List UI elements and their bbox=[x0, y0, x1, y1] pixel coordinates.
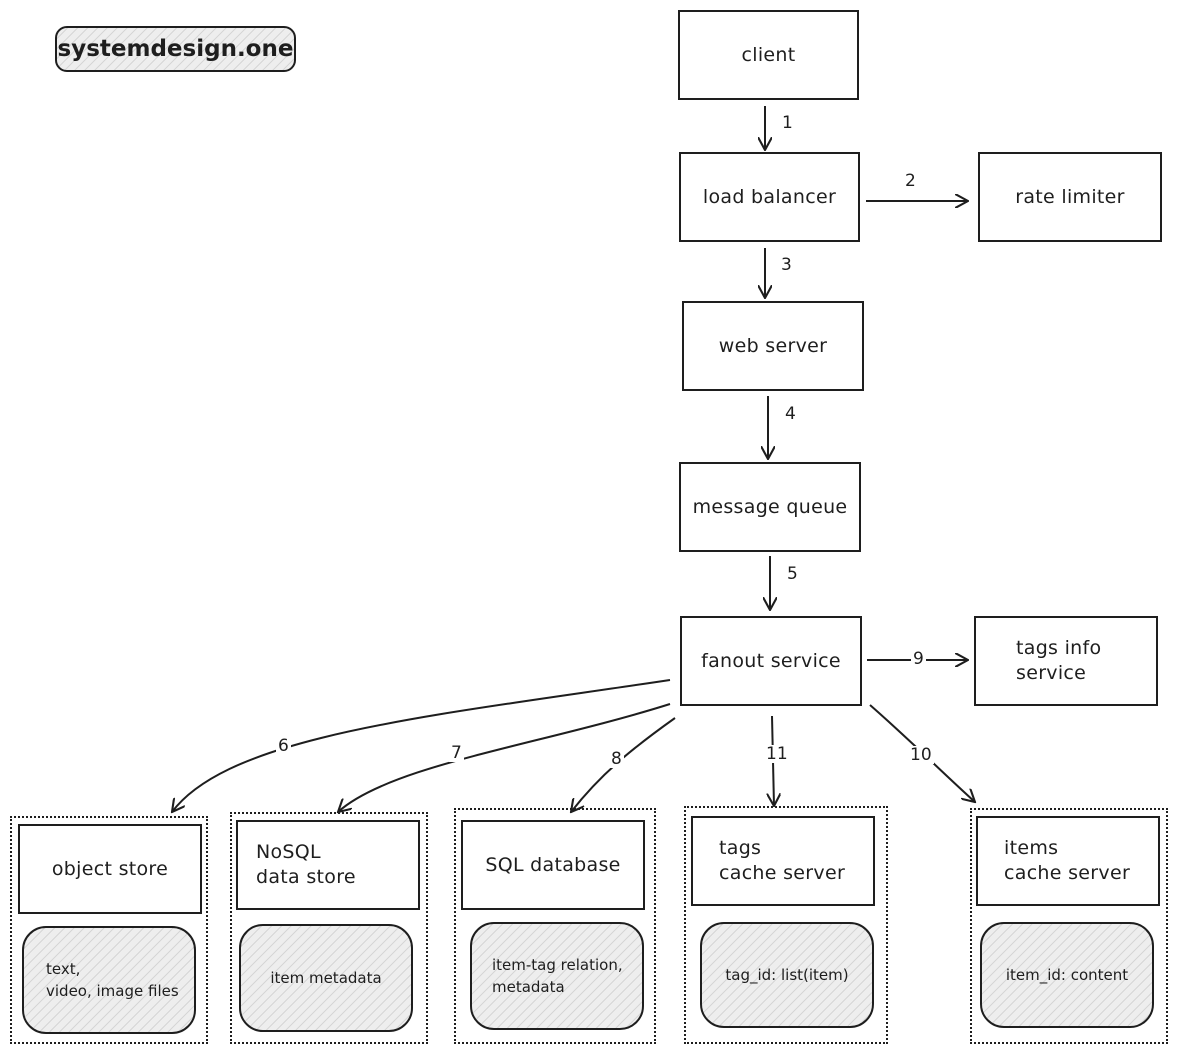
group-sql-database bbox=[454, 808, 656, 1044]
tags-info-service-label: tags info service bbox=[1016, 637, 1102, 684]
fanout-service-label: fanout service bbox=[701, 649, 841, 672]
edge-3-label: 3 bbox=[779, 255, 794, 275]
edge-8-label: 8 bbox=[609, 749, 624, 769]
group-object-store bbox=[10, 816, 208, 1044]
message-queue-label: message queue bbox=[692, 495, 848, 518]
edge-11-label: 11 bbox=[764, 744, 790, 764]
edge-7-line bbox=[338, 703, 671, 812]
sql-database-content-label: item-tag relation, metadata bbox=[492, 956, 623, 996]
sql-database-node: SQL database bbox=[461, 820, 645, 910]
client-node: client bbox=[678, 10, 859, 100]
rate-limiter-node: rate limiter bbox=[978, 152, 1162, 242]
object-store-content-label: text, video, image files bbox=[46, 960, 179, 1000]
tags-info-service-node: tags info service bbox=[974, 616, 1158, 706]
items-cache-content: item_id: content bbox=[980, 922, 1154, 1028]
edge-1-label: 1 bbox=[780, 113, 795, 133]
nosql-store-node: NoSQL data store bbox=[236, 820, 420, 910]
brand-label: systemdesign.one bbox=[57, 36, 294, 62]
edge-6-label: 6 bbox=[276, 736, 291, 756]
edge-10-label: 10 bbox=[908, 745, 934, 765]
brand-logo: systemdesign.one bbox=[55, 26, 296, 72]
sql-database-content: item-tag relation, metadata bbox=[470, 922, 644, 1030]
edge-7-label: 7 bbox=[449, 743, 464, 763]
tags-cache-server-node: tags cache server bbox=[691, 816, 875, 906]
edge-9-label: 9 bbox=[911, 649, 926, 669]
load-balancer-node: load balancer bbox=[679, 152, 860, 242]
load-balancer-label: load balancer bbox=[702, 185, 837, 208]
tags-cache-content-label: tag_id: list(item) bbox=[725, 966, 849, 984]
items-cache-server-label: items cache server bbox=[1004, 837, 1131, 884]
nosql-store-content-label: item metadata bbox=[270, 969, 382, 987]
group-items-cache bbox=[970, 808, 1168, 1044]
group-tags-cache bbox=[684, 806, 888, 1044]
object-store-node: object store bbox=[18, 824, 202, 914]
web-server-node: web server bbox=[682, 301, 864, 391]
nosql-store-label: NoSQL data store bbox=[256, 841, 356, 888]
rate-limiter-label: rate limiter bbox=[1015, 185, 1125, 208]
edge-4-label: 4 bbox=[783, 404, 798, 424]
sql-database-label: SQL database bbox=[485, 853, 621, 876]
web-server-label: web server bbox=[718, 334, 828, 357]
items-cache-server-node: items cache server bbox=[976, 816, 1160, 906]
object-store-content: text, video, image files bbox=[22, 926, 196, 1034]
message-queue-node: message queue bbox=[679, 462, 861, 552]
fanout-service-node: fanout service bbox=[680, 616, 862, 706]
tags-cache-content: tag_id: list(item) bbox=[700, 922, 874, 1028]
object-store-label: object store bbox=[51, 857, 169, 880]
tags-cache-server-label: tags cache server bbox=[719, 837, 846, 884]
edge-2-label: 2 bbox=[903, 171, 918, 191]
edge-5-label: 5 bbox=[785, 564, 800, 584]
client-label: client bbox=[741, 43, 796, 66]
group-nosql-store bbox=[230, 812, 428, 1044]
nosql-store-content: item metadata bbox=[239, 924, 413, 1032]
items-cache-content-label: item_id: content bbox=[1005, 966, 1129, 984]
edge-6-line bbox=[172, 679, 671, 812]
